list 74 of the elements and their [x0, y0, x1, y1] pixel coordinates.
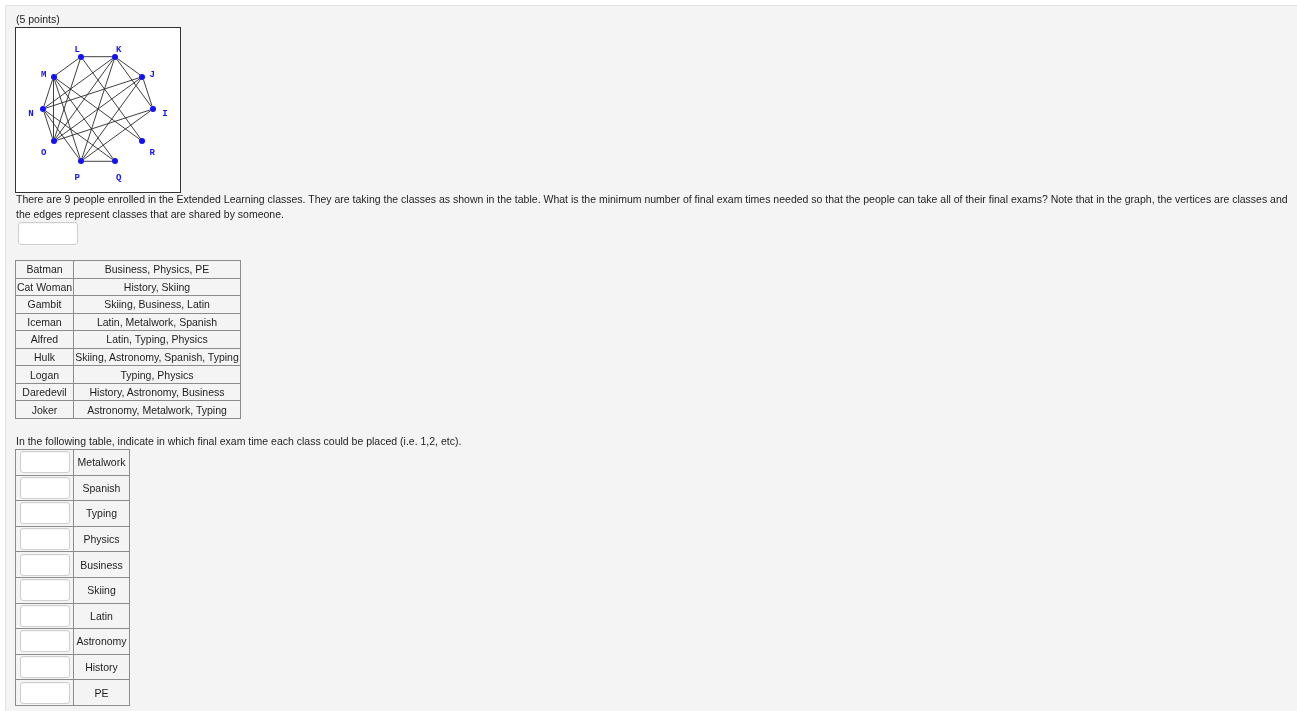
student-name: Cat Woman — [15, 278, 74, 296]
graph-edge — [55, 58, 80, 76]
vertex-label: K — [115, 45, 123, 56]
vertex-label: P — [73, 172, 81, 183]
graph-edge — [53, 79, 54, 139]
graph-edge — [116, 58, 152, 107]
graph-edge — [54, 59, 81, 139]
student-name: Logan — [15, 365, 74, 384]
student-name: Joker — [15, 400, 74, 419]
graph-edge — [44, 111, 80, 160]
student-name: Gambit — [15, 295, 74, 314]
graph-vertex — [150, 106, 156, 112]
graph-vertex — [50, 138, 57, 145]
class-name: Metalwork — [73, 449, 130, 476]
graph-edge — [142, 79, 153, 107]
graph-edge — [82, 78, 142, 160]
graph-edge — [45, 110, 113, 160]
vertex-label: Q — [115, 172, 123, 183]
graph-edge — [82, 58, 142, 140]
graph-vertex — [112, 158, 118, 165]
graph-edge — [45, 58, 113, 108]
graph-edge — [116, 58, 141, 76]
enrolled-classes: Latin, Metalwork, Spanish — [73, 313, 241, 331]
graph-vertex — [139, 138, 146, 145]
vertex-label: L — [73, 45, 81, 56]
class-name: Astronomy — [73, 628, 130, 655]
student-name: Daredevil — [15, 383, 74, 401]
enrolled-classes: Skiing, Business, Latin — [73, 295, 241, 314]
graph-vertex — [50, 73, 57, 80]
graph-vertex — [78, 158, 84, 165]
graph-edge — [43, 111, 54, 139]
graph-edge — [83, 56, 113, 58]
graph-edge — [45, 77, 141, 109]
vertex-label: M — [40, 69, 48, 80]
student-name: Alfred — [15, 330, 74, 349]
graph-edge — [54, 58, 114, 140]
class-name: Latin — [73, 603, 130, 629]
vertex-label: N — [27, 109, 35, 119]
class-name: Business — [73, 551, 130, 578]
graph-vertex — [112, 53, 118, 60]
class-name: History — [73, 654, 130, 680]
vertex-label: O — [40, 148, 48, 159]
enrolled-classes: History, Astronomy, Business — [73, 383, 241, 401]
enrolled-classes: Business, Physics, PE — [73, 260, 241, 279]
enrolled-classes: Typing, Physics — [73, 365, 241, 384]
class-name: Physics — [73, 526, 130, 552]
points-label: (5 points) — [16, 12, 61, 27]
graph-edge — [54, 79, 81, 159]
class-name: Typing — [73, 500, 130, 527]
student-name: Iceman — [15, 313, 74, 331]
graph-edge — [55, 78, 141, 140]
graph-vertex — [139, 73, 146, 80]
vertex-label: R — [148, 148, 156, 159]
enrolled-classes: Latin, Typing, Physics — [73, 330, 241, 349]
student-name: Hulk — [15, 348, 74, 366]
enrolled-classes: Skiing, Astronomy, Spanish, Typing — [73, 348, 241, 366]
graph-edge — [81, 59, 115, 159]
graph-edge — [43, 79, 54, 107]
question-text: There are 9 people enrolled in the Extended Learning classes. They are taking the classes as shown in the table. What is the minimum number of final exam times needed so that the people can take all of their final exams? Note that in the graph, the vertices are classes and the edges represent classes that are shared by someone. — [16, 192, 1289, 222]
graph-edge — [54, 78, 114, 160]
vertex-label: J — [148, 69, 156, 80]
graph-edge — [83, 160, 113, 162]
graph-edge — [55, 109, 151, 141]
enrolled-classes: Astronomy, Metalwork, Typing — [73, 400, 241, 419]
class-name: PE — [73, 679, 130, 706]
graph-edge — [83, 110, 151, 160]
graph-vertex — [78, 53, 84, 60]
instruction-text: In the following table, indicate in which final exam time each class could be placed (i.e. 1,2, etc). — [16, 434, 463, 449]
enrolled-classes: History, Skiing — [73, 278, 241, 296]
class-name: Skiing — [73, 577, 130, 604]
student-name: Batman — [15, 260, 74, 279]
vertex-label: I — [161, 109, 169, 119]
graph-vertex — [40, 106, 46, 112]
class-name: Spanish — [73, 475, 130, 501]
